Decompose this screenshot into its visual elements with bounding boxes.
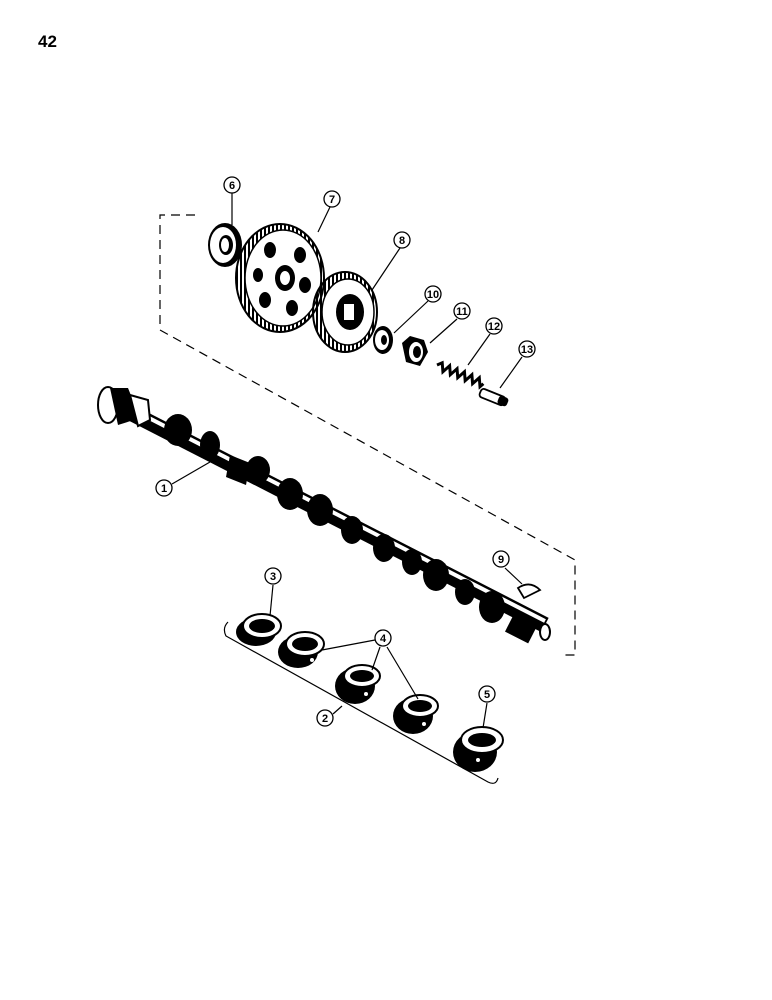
washer-part	[373, 326, 393, 354]
callout-1: 1	[155, 479, 173, 497]
plunger-part	[478, 388, 509, 407]
leader-8	[371, 247, 401, 291]
callout-4: 4	[374, 629, 392, 647]
leader-10	[393, 300, 429, 334]
dashed-group-outline	[159, 214, 576, 656]
callout-13: 13	[518, 340, 536, 358]
drive-gear-part	[312, 271, 378, 353]
leader-2	[332, 705, 343, 715]
callout-label-7: 7	[329, 194, 335, 206]
thrust-washer-part	[208, 223, 242, 267]
bushing-group-bracket	[223, 621, 499, 784]
callout-label-3: 3	[270, 571, 276, 583]
callout-11: 11	[453, 302, 471, 320]
nut-part	[402, 336, 428, 366]
leader-7	[317, 206, 331, 233]
leader-3	[269, 584, 274, 617]
callout-label-12: 12	[488, 321, 500, 333]
leader-9	[504, 567, 523, 585]
leader-4a	[321, 639, 376, 651]
leader-13	[499, 356, 523, 389]
bushing-part-3	[236, 613, 282, 646]
leader-5	[482, 702, 488, 729]
leader-1	[171, 461, 211, 485]
bushing-part-4c	[393, 694, 439, 734]
callout-label-4: 4	[380, 633, 387, 645]
callout-label-6: 6	[229, 180, 235, 192]
leader-4b	[371, 646, 381, 671]
callout-label-8: 8	[399, 235, 405, 247]
camshaft-part	[97, 386, 551, 644]
callout-5: 5	[478, 685, 496, 703]
bushing-part-4a	[278, 631, 325, 668]
leader-11	[429, 318, 458, 344]
bushing-part-5	[453, 726, 504, 772]
spring-part	[436, 360, 485, 390]
camshaft-gear-part	[235, 223, 325, 333]
callout-10: 10	[424, 285, 442, 303]
callout-8: 8	[393, 231, 411, 249]
callout-label-9: 9	[498, 554, 504, 566]
callout-label-2: 2	[322, 713, 328, 725]
callout-6: 6	[223, 176, 241, 194]
callout-label-13: 13	[521, 344, 533, 356]
callout-3: 3	[264, 567, 282, 585]
leader-12	[467, 333, 491, 366]
callout-12: 12	[485, 317, 503, 335]
callout-label-5: 5	[484, 689, 490, 701]
callout-label-1: 1	[161, 483, 167, 495]
callout-label-11: 11	[456, 306, 468, 318]
callout-9: 9	[492, 550, 510, 568]
callout-label-10: 10	[427, 289, 439, 301]
bushing-part-4b	[335, 664, 381, 704]
woodruff-key-part	[516, 583, 542, 600]
callout-2: 2	[316, 709, 334, 727]
callout-7: 7	[323, 190, 341, 208]
page-number: 42	[38, 32, 57, 51]
leader-4c	[386, 646, 419, 700]
